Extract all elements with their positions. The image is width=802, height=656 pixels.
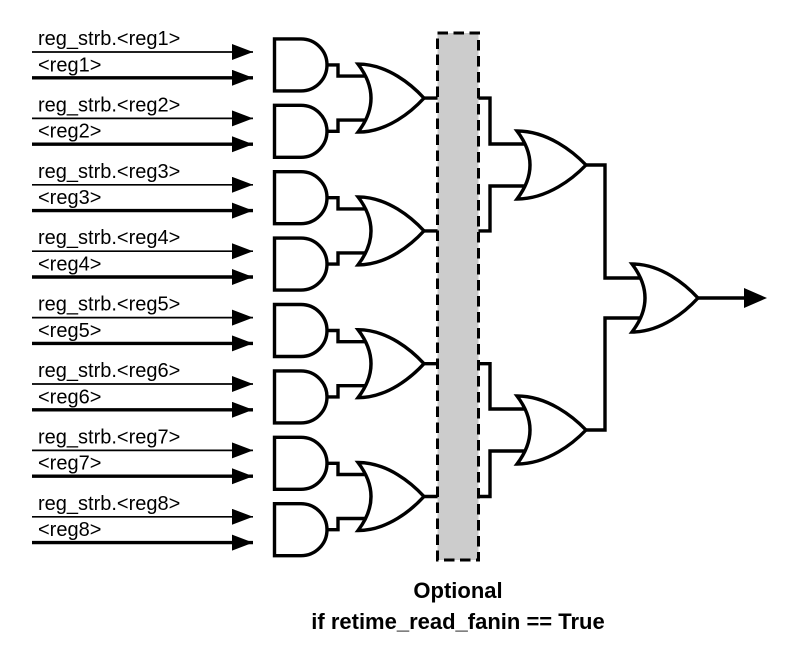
input-reg-label-5: <reg5> <box>38 320 101 342</box>
and3-to-or-wire <box>327 196 372 211</box>
and4-to-or-wire <box>327 251 372 266</box>
or-gate-stage3-1 <box>513 129 589 201</box>
optional-caption-line2: if retime_read_fanin == True <box>311 609 604 634</box>
or-gate-stage2-3 <box>354 327 427 400</box>
and8-to-or-wire <box>327 516 372 532</box>
optional-caption-line1: Optional <box>413 578 502 603</box>
wires-layer <box>32 44 744 551</box>
input-strb-label-2: reg_strb.<reg2> <box>38 94 180 116</box>
or-gate-final <box>628 262 701 334</box>
input-reg-label-1: <reg1> <box>38 54 101 76</box>
input-strb-label-7: reg_strb.<reg7> <box>38 426 180 448</box>
optional-retime-box <box>436 31 480 562</box>
and-gate-6 <box>272 369 329 425</box>
or-gate-stage2-4 <box>354 460 427 533</box>
input-reg-label-4: <reg4> <box>38 254 101 276</box>
and-gate-3 <box>272 170 329 226</box>
and-gate-1 <box>272 37 329 93</box>
input-reg-label-3: <reg3> <box>38 187 101 209</box>
labels-layer: reg_strb.<reg1> <reg1> reg_strb.<reg2> <reg… <box>38 28 180 541</box>
or-stage3-2-out-wire <box>586 316 647 432</box>
input-reg-label-6: <reg6> <box>38 386 101 408</box>
and1-to-or-wire <box>327 63 372 78</box>
input-strb-label-6: reg_strb.<reg6> <box>38 360 180 382</box>
input-strb-label-3: reg_strb.<reg3> <box>38 161 180 183</box>
or-gate-stage2-1 <box>354 62 427 134</box>
and-gate-4 <box>272 236 329 292</box>
and-gate-2 <box>272 103 329 159</box>
or-gate-stage2-2 <box>354 195 427 267</box>
gates-layer <box>272 37 767 558</box>
input-strb-label-1: reg_strb.<reg1> <box>38 28 180 50</box>
or-stage3-1-out-wire <box>586 163 647 280</box>
output-arrowhead-icon <box>744 288 767 308</box>
and2-to-or-wire <box>327 118 372 133</box>
input-strb-label-5: reg_strb.<reg5> <box>38 294 180 316</box>
and5-to-or-wire <box>327 328 372 344</box>
and-gate-5 <box>272 302 329 359</box>
or-gate-stage3-2 <box>513 394 589 466</box>
and-gate-8 <box>272 502 329 558</box>
input-reg-label-2: <reg2> <box>38 121 101 143</box>
input-strb-label-4: reg_strb.<reg4> <box>38 227 180 249</box>
input-reg-label-7: <reg7> <box>38 453 101 475</box>
input-strb-label-8: reg_strb.<reg8> <box>38 493 180 515</box>
and-gate-7 <box>272 435 329 491</box>
input-reg-label-8: <reg8> <box>38 519 101 541</box>
and7-to-or-wire <box>327 461 372 477</box>
and6-to-or-wire <box>327 384 372 399</box>
